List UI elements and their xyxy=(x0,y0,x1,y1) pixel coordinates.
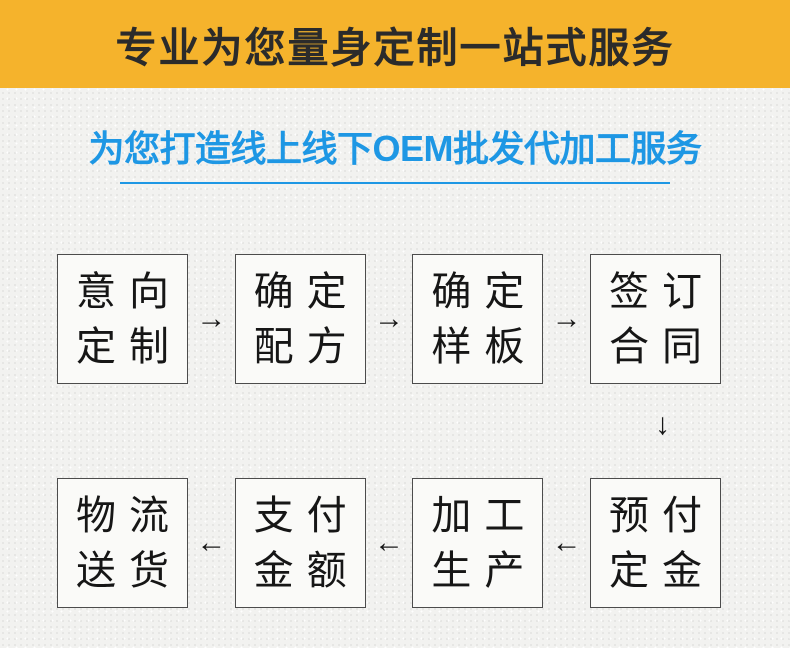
step-processing-production: 加工 生产 xyxy=(412,478,544,608)
banner: 专业为您量身定制一站式服务 xyxy=(0,0,790,88)
step-label-line: 生产 xyxy=(431,548,538,593)
arrow-left-icon: ← xyxy=(551,526,582,559)
step-label-line: 配方 xyxy=(253,324,360,369)
arrow-right-icon: → xyxy=(196,302,227,335)
step-label-line: 确定 xyxy=(431,269,538,314)
step-sign-contract: 签订 合同 xyxy=(590,254,722,384)
step-label-line: 定金 xyxy=(609,548,716,593)
subtitle-text: 为您打造线上线下OEM批发代加工服务 xyxy=(88,128,702,169)
step-confirm-formula: 确定 配方 xyxy=(234,254,366,384)
arrow-down-icon: ↓ xyxy=(655,408,670,441)
step-label-line: 物流 xyxy=(76,493,182,538)
step-label-line: 支付 xyxy=(253,493,360,538)
step-label-line: 签订 xyxy=(609,269,716,314)
subtitle-underline xyxy=(120,182,670,184)
step-label-line: 合同 xyxy=(609,324,716,369)
step-shipping-delivery: 物流 送货 xyxy=(57,478,188,608)
step-label-line: 加工 xyxy=(431,493,538,538)
step-label-line: 定制 xyxy=(76,324,182,369)
step-label-line: 预付 xyxy=(609,493,716,538)
flow-connector-row: ↓ xyxy=(57,384,721,478)
step-label-line: 意向 xyxy=(76,269,182,314)
step-label-line: 确定 xyxy=(253,269,360,314)
flow-row-1: 意向 定制 → 确定 配方 → 确定 样板 → 签订 合同 xyxy=(57,254,722,384)
step-pay-amount: 支付 金额 xyxy=(234,478,366,608)
step-label-line: 样板 xyxy=(431,324,538,369)
arrow-right-icon: → xyxy=(551,302,582,335)
step-prepay-deposit: 预付 定金 xyxy=(590,478,722,608)
step-intent-customization: 意向 定制 xyxy=(57,254,188,384)
arrow-right-icon: → xyxy=(374,302,404,335)
step-label-line: 金额 xyxy=(253,548,360,593)
process-flowchart: 意向 定制 → 确定 配方 → 确定 样板 → 签订 合同 ↓ 物流 xyxy=(57,254,722,608)
arrow-left-icon: ← xyxy=(374,526,404,559)
arrow-left-icon: ← xyxy=(196,526,227,559)
flow-row-2: 物流 送货 ← 支付 金额 ← 加工 生产 ← 预付 定金 xyxy=(57,478,722,608)
step-confirm-sample: 确定 样板 xyxy=(412,254,544,384)
banner-title: 专业为您量身定制一站式服务 xyxy=(115,25,675,71)
subtitle-section: 为您打造线上线下OEM批发代加工服务 xyxy=(0,120,790,184)
step-label-line: 送货 xyxy=(76,548,182,593)
